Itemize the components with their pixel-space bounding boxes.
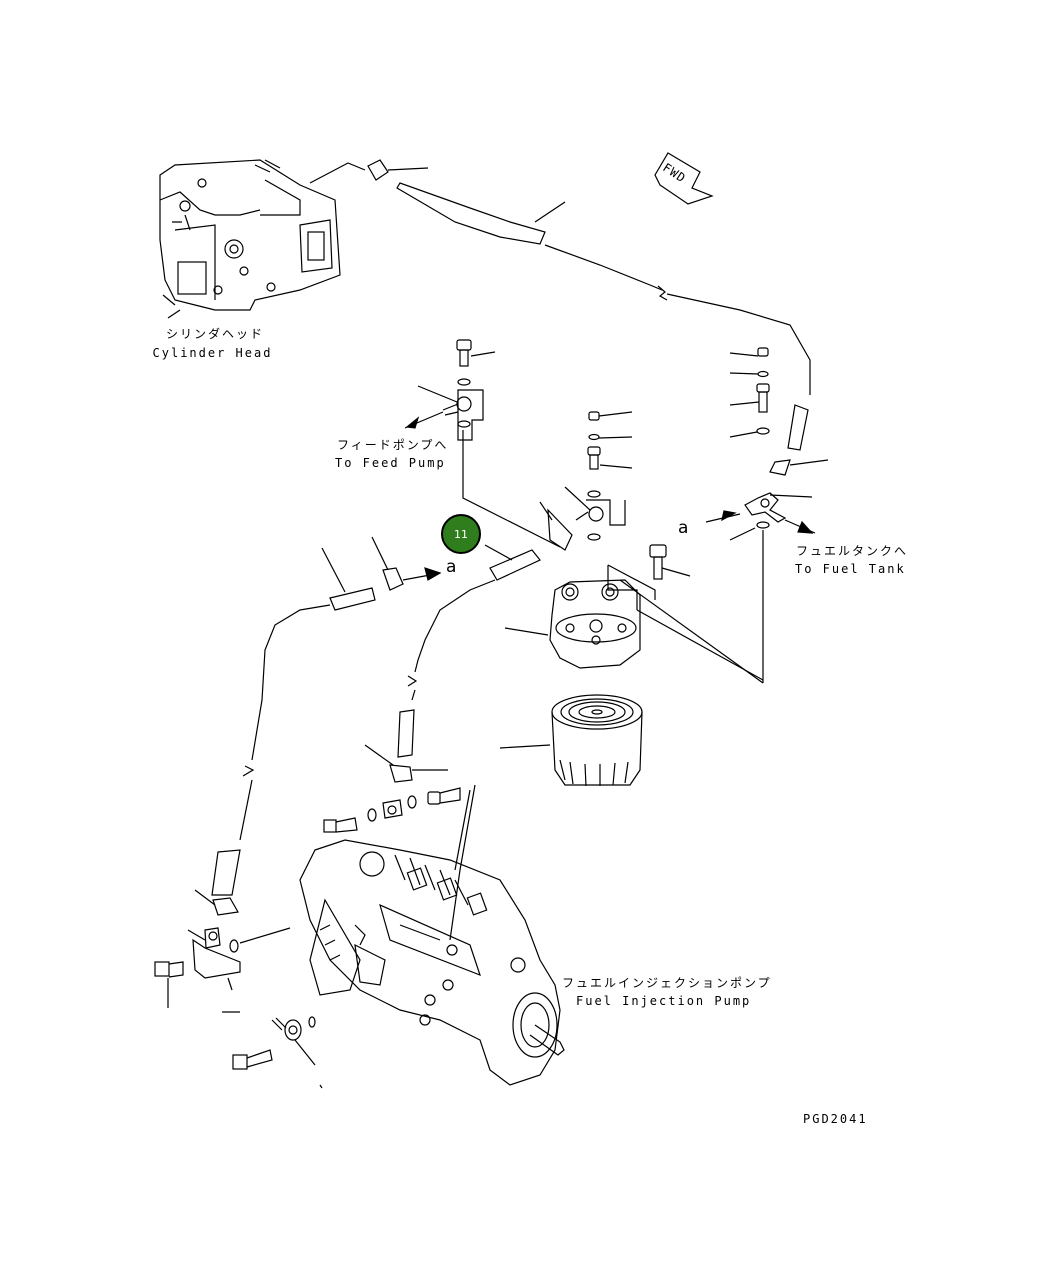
tee-fitting-right bbox=[619, 347, 829, 684]
hose-middle bbox=[364, 544, 541, 783]
injection-pump-label-jp: フュエルインジェクションポンプ bbox=[562, 976, 772, 990]
overflow-valve-fittings bbox=[154, 849, 323, 1089]
return-hose-top bbox=[309, 159, 811, 451]
feed-pump-label-jp: フィードポンプへ bbox=[337, 438, 449, 452]
cylinder-head-drawing bbox=[159, 159, 341, 319]
filter-head-bolt bbox=[649, 544, 691, 580]
marker-a-right: a bbox=[678, 518, 689, 538]
cylinder-head-label-en: Cylinder Head bbox=[152, 346, 273, 360]
hose-left bbox=[239, 536, 442, 841]
fuel-injection-pump-drawing bbox=[299, 839, 565, 1086]
callout-11[interactable]: 11 bbox=[441, 514, 481, 554]
fwd-arrow bbox=[654, 152, 714, 205]
fuel-filter-cartridge bbox=[499, 694, 643, 787]
pump-inlet-fittings bbox=[323, 784, 476, 941]
cylinder-head-label-jp-text: シリンダヘッド bbox=[165, 327, 264, 341]
feed-pump-label-en: To Feed Pump bbox=[335, 456, 446, 470]
fuel-filter-head bbox=[504, 579, 641, 669]
fuel-tank-label-en: To Fuel Tank bbox=[795, 562, 906, 576]
injection-pump-label-en: Fuel Injection Pump bbox=[576, 994, 752, 1008]
filter-bracket-middle bbox=[539, 411, 656, 610]
drawing-code: PGD2041 bbox=[803, 1112, 868, 1126]
marker-a-left: a bbox=[446, 557, 457, 577]
filter-bracket-left bbox=[404, 339, 561, 548]
fuel-tank-label-jp: フュエルタンクへ bbox=[796, 544, 909, 558]
